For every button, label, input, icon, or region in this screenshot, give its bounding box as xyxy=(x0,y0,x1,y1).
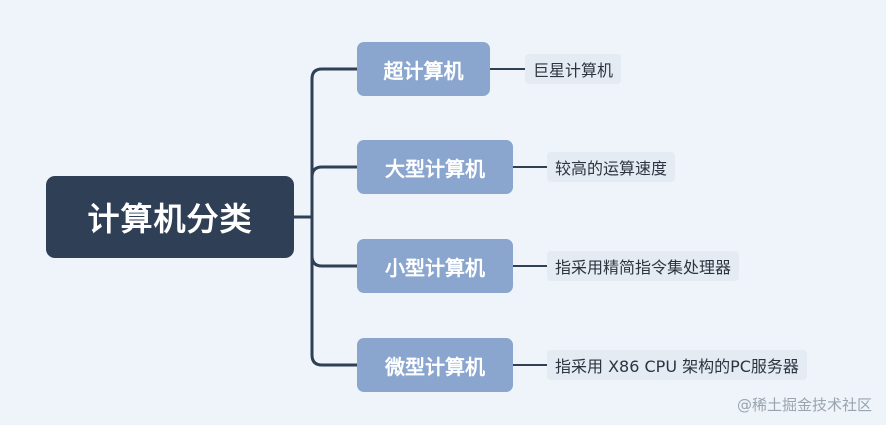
leaf-label: 指采用 X86 CPU 架构的PC服务器 xyxy=(555,357,799,376)
branch-node-supercomputer: 超计算机 xyxy=(357,42,490,96)
root-node: 计算机分类 xyxy=(46,176,294,258)
connector-branch-2 xyxy=(310,165,357,178)
leaf-label: 巨星计算机 xyxy=(533,61,614,80)
leaf-node-supercomputer: 巨星计算机 xyxy=(525,54,622,84)
branch-label: 微型计算机 xyxy=(385,354,485,379)
branch-label: 超计算机 xyxy=(383,58,464,83)
leaf-label: 较高的运算速度 xyxy=(555,159,668,178)
branch-node-minicomputer: 小型计算机 xyxy=(357,239,513,293)
root-label: 计算机分类 xyxy=(87,200,253,238)
leaf-node-microcomputer: 指采用 X86 CPU 架构的PC服务器 xyxy=(547,350,807,380)
branch-node-mainframe: 大型计算机 xyxy=(357,140,513,194)
branch-label: 大型计算机 xyxy=(385,156,485,181)
leaf-node-mainframe: 较高的运算速度 xyxy=(547,152,676,182)
watermark: @稀土掘金技术社区 xyxy=(736,396,872,414)
branch-node-microcomputer: 微型计算机 xyxy=(357,338,513,392)
branch-label: 小型计算机 xyxy=(385,255,485,280)
leaf-node-minicomputer: 指采用精简指令集处理器 xyxy=(547,251,740,281)
connector-trunk xyxy=(310,67,357,367)
connector-branch-3 xyxy=(310,255,357,268)
leaf-label: 指采用精简指令集处理器 xyxy=(555,258,732,277)
